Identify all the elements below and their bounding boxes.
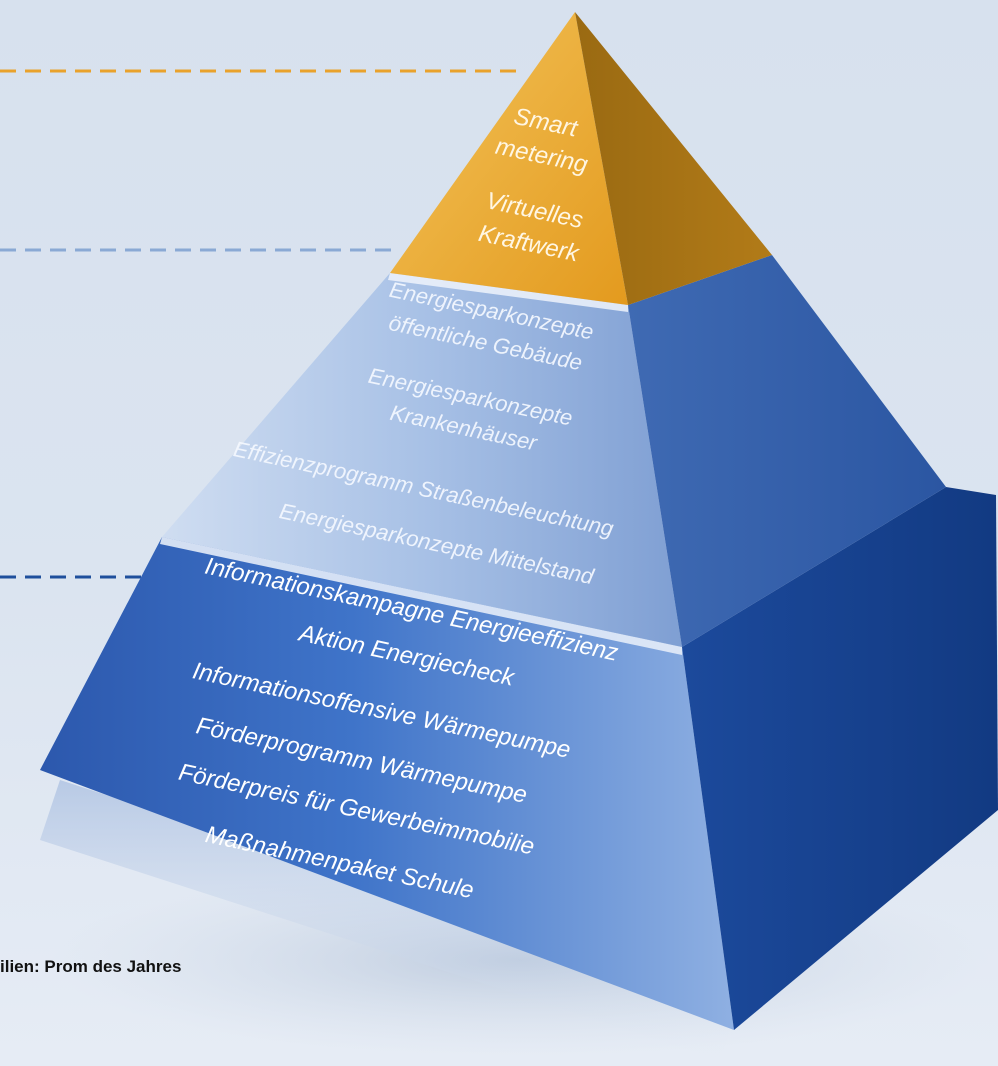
caption-text: ilien: Prom des Jahres: [0, 957, 182, 976]
middle-tier-front-face: [162, 273, 682, 647]
middle-tier-top-edge: [388, 273, 628, 312]
bottom-tier-front-face: [40, 537, 734, 1030]
bottom-tier-side-face: [682, 487, 998, 1030]
top-tier-front-face: [390, 12, 628, 305]
middle-tier-side-face: [628, 255, 946, 647]
bottom-tier-top-edge: [160, 537, 682, 655]
top-tier-side-face: [575, 12, 772, 305]
floor-reflection: [40, 780, 740, 1060]
